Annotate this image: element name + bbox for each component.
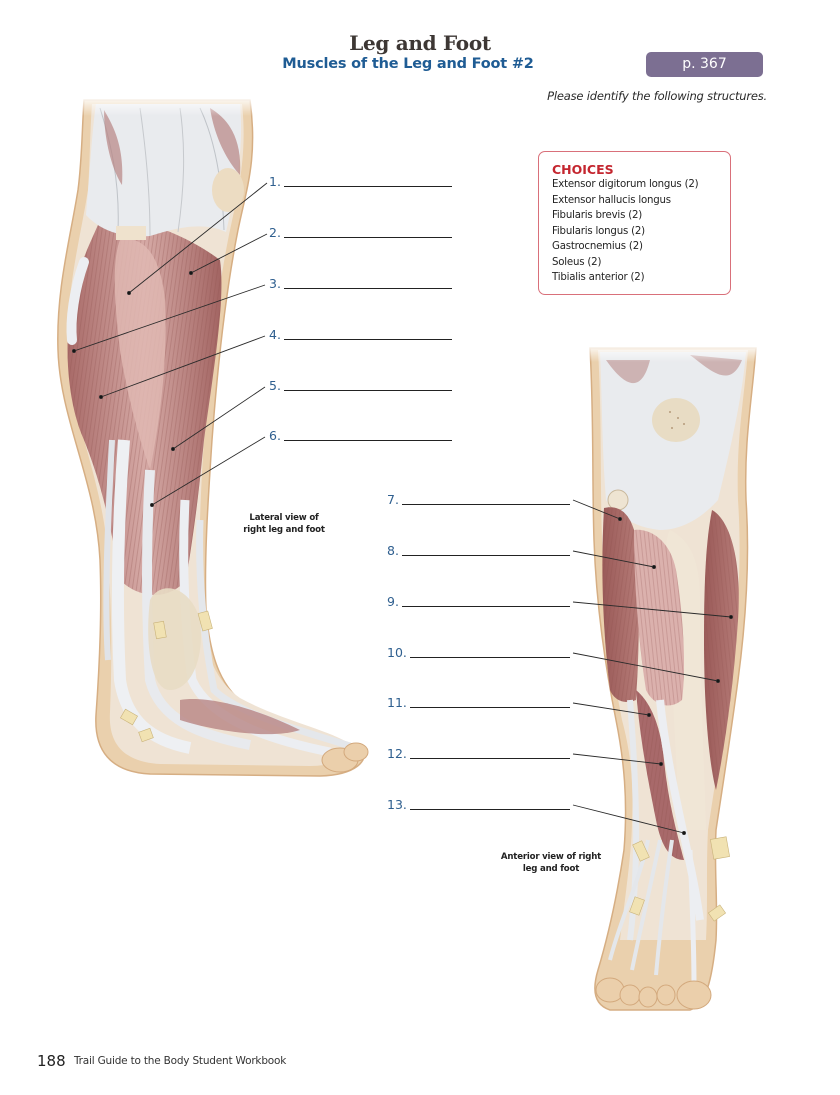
- label-number: 13.: [387, 797, 407, 812]
- label-number: 7.: [387, 492, 399, 507]
- choice-item: Tibialis anterior (2): [552, 272, 645, 283]
- label-3: 3.: [269, 277, 452, 291]
- leader-lines: [72, 182, 733, 835]
- choice-item: Extensor hallucis longus: [552, 194, 671, 206]
- answer-blank-10[interactable]: [409, 657, 570, 658]
- label-6: 6.: [269, 429, 452, 443]
- label-number: 10.: [387, 645, 407, 660]
- page-reference-badge: p. 367: [646, 52, 763, 77]
- caption-line: Anterior view of right: [500, 852, 602, 862]
- answer-blank-1[interactable]: [283, 186, 452, 187]
- choice-item: Fibularis longus (2): [552, 225, 645, 237]
- label-number: 1.: [269, 174, 281, 189]
- instruction-text: Please identify the following structures…: [547, 89, 767, 103]
- choice-item: Gastrocnemius (2): [552, 241, 643, 252]
- label-number: 9.: [387, 594, 399, 609]
- label-9: 9.: [387, 595, 570, 609]
- label-number: 12.: [387, 746, 407, 761]
- answer-blank-12[interactable]: [409, 758, 570, 759]
- lateral-view-caption: Lateral view of right leg and foot: [228, 513, 340, 536]
- answer-blank-5[interactable]: [283, 390, 452, 391]
- label-8: 8.: [387, 544, 570, 558]
- footer-page-number: 188: [37, 1052, 66, 1070]
- label-number: 6.: [269, 428, 281, 443]
- label-5: 5.: [269, 379, 452, 393]
- answer-blank-4[interactable]: [283, 339, 452, 340]
- label-number: 2.: [269, 225, 281, 240]
- answer-blank-2[interactable]: [283, 237, 452, 238]
- label-13: 13.: [387, 798, 570, 812]
- caption-line: Lateral view of: [249, 513, 319, 523]
- label-number: 8.: [387, 543, 399, 558]
- page-subtitle: Muscles of the Leg and Foot #2: [282, 56, 534, 72]
- caption-line: leg and foot: [522, 863, 580, 874]
- label-2: 2.: [269, 226, 452, 240]
- label-7: 7.: [387, 493, 570, 507]
- label-4: 4.: [269, 328, 452, 342]
- choice-item: Soleus (2): [552, 256, 602, 268]
- footer-book-title: Trail Guide to the Body Student Workbook: [74, 1055, 287, 1067]
- answer-blank-11[interactable]: [409, 707, 570, 708]
- answer-blank-3[interactable]: [283, 288, 452, 289]
- caption-line: right leg and foot: [243, 524, 325, 535]
- answer-blank-7[interactable]: [401, 504, 570, 505]
- answer-blank-8[interactable]: [401, 555, 570, 556]
- label-number: 3.: [269, 276, 281, 291]
- label-number: 11.: [387, 695, 407, 710]
- label-1: 1.: [269, 175, 452, 189]
- page-title: Leg and Foot: [349, 31, 491, 55]
- anterior-leg-illustration: [586, 344, 762, 1011]
- choice-item: Fibularis brevis (2): [552, 210, 643, 221]
- choices-box: CHOICES Extensor digitorum longus (2) Ex…: [538, 151, 731, 295]
- label-number: 4.: [269, 327, 281, 342]
- label-12: 12.: [387, 747, 570, 761]
- anterior-view-caption: Anterior view of right leg and foot: [490, 852, 612, 875]
- choices-heading: CHOICES: [552, 162, 614, 177]
- label-number: 5.: [269, 378, 281, 393]
- answer-blank-6[interactable]: [283, 440, 452, 441]
- label-11: 11.: [387, 696, 570, 710]
- answer-blank-9[interactable]: [401, 606, 570, 607]
- choice-item: Extensor digitorum longus (2): [552, 179, 699, 190]
- answer-blank-13[interactable]: [409, 809, 570, 810]
- label-10: 10.: [387, 646, 570, 660]
